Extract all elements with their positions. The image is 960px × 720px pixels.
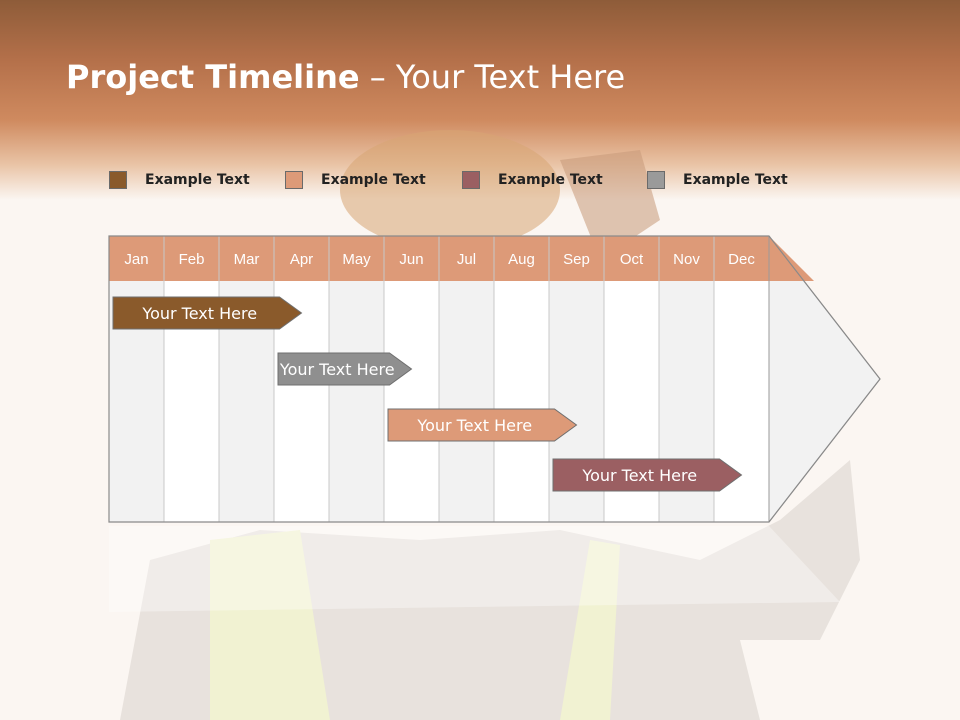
month-label-may: May xyxy=(342,251,371,268)
task-label-2: Your Text Here xyxy=(279,359,395,379)
task-arrow-shape xyxy=(277,352,413,386)
legend-label-1: Example Text xyxy=(145,172,250,188)
month-label-dec: Dec xyxy=(728,251,755,268)
month-label-jun: Jun xyxy=(399,251,423,268)
slide-title: Project Timeline – Your Text Here xyxy=(66,58,625,96)
month-label-jul: Jul xyxy=(457,251,476,268)
legend-item-4: Example Text xyxy=(647,170,788,190)
task-arrow-shape xyxy=(552,458,743,492)
month-label-feb: Feb xyxy=(179,251,205,268)
arrow-header-tip xyxy=(769,236,814,281)
title-bold: Project Timeline xyxy=(66,58,360,96)
task-arrow-3 xyxy=(387,408,578,442)
month-label-sep: Sep xyxy=(563,251,590,268)
month-label-jan: Jan xyxy=(124,251,148,268)
task-arrow-1 xyxy=(112,296,303,330)
legend-swatch-3 xyxy=(462,171,480,189)
legend-item-2: Example Text xyxy=(285,170,426,190)
task-arrow-4 xyxy=(552,458,743,492)
month-column xyxy=(384,281,439,522)
task-label-4: Your Text Here xyxy=(582,465,698,485)
legend-label-3: Example Text xyxy=(498,172,603,188)
title-separator: – xyxy=(359,58,396,96)
arrow-outline xyxy=(108,235,881,523)
task-arrow-shape xyxy=(387,408,578,442)
legend-swatch-2 xyxy=(285,171,303,189)
legend-swatch-4 xyxy=(647,171,665,189)
month-column xyxy=(439,281,494,522)
month-label-oct: Oct xyxy=(620,251,644,268)
legend-item-1: Example Text xyxy=(109,170,250,190)
task-label-1: Your Text Here xyxy=(142,303,258,323)
legend-item-3: Example Text xyxy=(462,170,603,190)
month-column xyxy=(494,281,549,522)
legend-label-4: Example Text xyxy=(683,172,788,188)
arrow-reflection xyxy=(109,526,840,612)
month-label-apr: Apr xyxy=(290,251,313,268)
month-label-aug: Aug xyxy=(508,251,535,268)
month-column xyxy=(329,281,384,522)
legend-label-2: Example Text xyxy=(321,172,426,188)
title-rest: Your Text Here xyxy=(395,58,626,96)
task-label-3: Your Text Here xyxy=(417,415,533,435)
month-label-nov: Nov xyxy=(673,251,700,268)
task-arrow-2 xyxy=(277,352,413,386)
task-arrow-shape xyxy=(112,296,303,330)
legend-swatch-1 xyxy=(109,171,127,189)
month-label-mar: Mar xyxy=(234,251,260,268)
